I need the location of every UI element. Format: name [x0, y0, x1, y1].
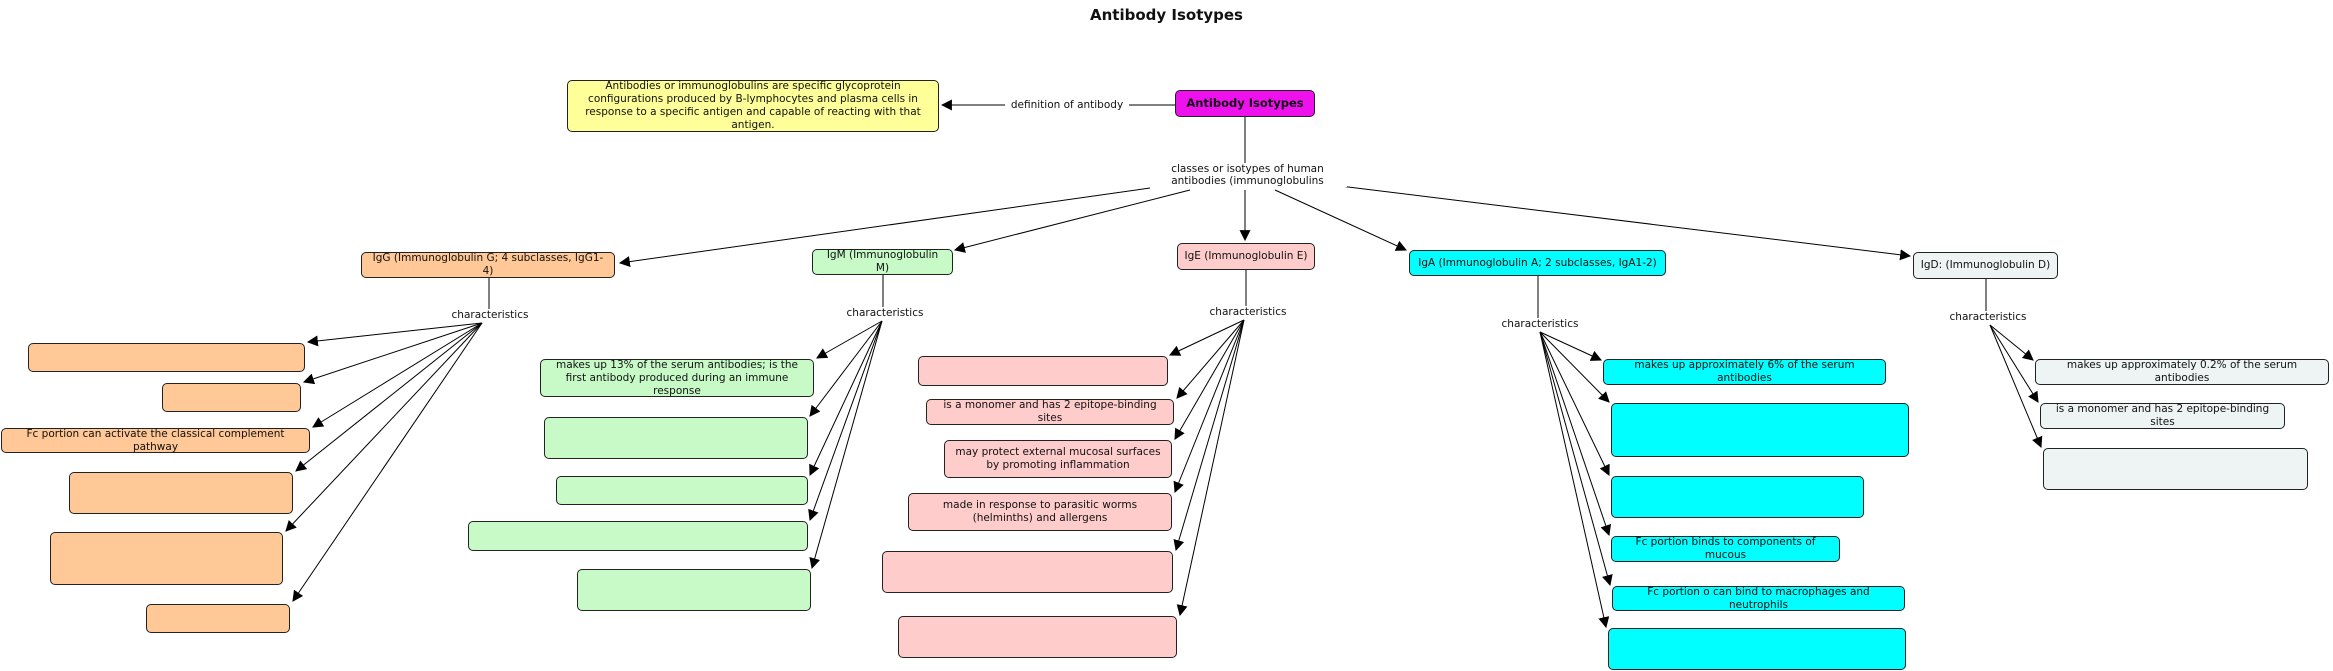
igg-characteristic-1[interactable] — [28, 343, 305, 372]
igd-characteristic-2[interactable]: is a monomer and has 2 epitope-binding s… — [2040, 403, 2285, 429]
igm-characteristic-1[interactable]: makes up 13% of the serum antibodies; is… — [540, 359, 814, 397]
igg-item-arrow-5 — [285, 322, 483, 532]
iga-characteristic-6[interactable] — [1608, 628, 1906, 670]
igd-item-arrow-2 — [1989, 324, 2039, 403]
ige-node[interactable]: IgE (Immunoglobulin E) — [1177, 243, 1315, 270]
igm-arrow — [953, 189, 1191, 253]
igm-characteristics-label: characteristics — [843, 307, 927, 319]
igd-arrow — [1339, 185, 1912, 261]
igg-arrow — [618, 187, 1151, 268]
ige-characteristic-3[interactable]: may protect external mucosal surfaces by… — [944, 440, 1172, 478]
diagram-title: Antibody Isotypes — [1090, 6, 1243, 24]
igm-node[interactable]: IgM (Immunoglobulin M) — [812, 249, 953, 275]
ige-characteristic-5[interactable] — [882, 551, 1173, 593]
iga-item-arrow-6 — [1539, 331, 1610, 629]
igm-characteristic-5[interactable] — [577, 569, 811, 611]
ige-characteristics-label: characteristics — [1206, 306, 1290, 318]
ige-characteristic-1[interactable] — [918, 356, 1168, 386]
iga-characteristic-1[interactable]: makes up approximately 6% of the serum a… — [1603, 359, 1886, 385]
ige-characteristic-2[interactable]: is a monomer and has 2 epitope-binding s… — [926, 399, 1174, 425]
iga-item-arrow-4 — [1539, 331, 1612, 537]
igg-node[interactable]: IgG (Immunoglobulin G; 4 subclasses, IgG… — [361, 252, 615, 278]
iga-node[interactable]: IgA (Immunoglobulin A; 2 subclasses, IgA… — [1409, 250, 1666, 276]
igm-item-arrow-4 — [808, 320, 883, 522]
ige-characteristic-4[interactable]: made in response to parasitic worms (hel… — [908, 493, 1172, 531]
ige-item-arrow-6 — [1176, 319, 1245, 617]
igm-characteristic-3[interactable] — [556, 476, 808, 505]
igd-characteristics-label: characteristics — [1946, 311, 2030, 323]
igd-item-arrow-3 — [1989, 324, 2043, 449]
igg-item-arrow-3 — [312, 322, 483, 428]
ige-characteristic-6[interactable] — [898, 616, 1177, 658]
igg-characteristic-3[interactable]: Fc portion can activate the classical co… — [1, 428, 310, 453]
igd-item-arrow-1 — [1989, 324, 2034, 361]
definition-node[interactable]: Antibodies or immunoglobulins are specif… — [567, 80, 939, 132]
igm-item-arrow-3 — [809, 320, 883, 476]
iga-item-arrow-5 — [1539, 331, 1613, 587]
iga-characteristic-3[interactable] — [1611, 476, 1864, 518]
ige-item-arrow-5 — [1173, 319, 1245, 552]
igg-item-arrow-1 — [306, 322, 483, 347]
iga-characteristics-label: characteristics — [1498, 318, 1582, 330]
igg-characteristics-label: characteristics — [448, 309, 532, 321]
igm-item-arrow-2 — [809, 320, 883, 417]
igm-characteristic-4[interactable] — [468, 521, 808, 551]
igm-characteristic-2[interactable] — [544, 417, 808, 459]
ige-item-arrow-3 — [1174, 319, 1245, 440]
igg-characteristic-6[interactable] — [146, 604, 290, 633]
igg-item-arrow-2 — [302, 322, 483, 385]
iga-item-arrow-2 — [1539, 331, 1610, 403]
igg-characteristic-5[interactable] — [50, 532, 283, 585]
definition-link-label: definition of antibody — [1005, 99, 1129, 111]
igg-characteristic-4[interactable] — [69, 472, 293, 514]
igg-characteristic-2[interactable] — [162, 383, 301, 412]
igd-node[interactable]: IgD: (Immunoglobulin D) — [1913, 252, 2058, 279]
iga-arrow — [1274, 189, 1408, 251]
igm-item-arrow-5 — [809, 320, 883, 570]
igd-characteristic-3[interactable] — [2043, 448, 2308, 490]
igg-item-arrow-6 — [292, 322, 483, 602]
igg-item-arrow-4 — [295, 322, 483, 472]
ige-item-arrow-2 — [1176, 319, 1245, 399]
iga-characteristic-4[interactable]: Fc portion binds to components of mucous — [1611, 536, 1840, 562]
igd-characteristic-1[interactable]: makes up approximately 0.2% of the serum… — [2035, 359, 2329, 385]
iga-characteristic-2[interactable] — [1611, 403, 1909, 457]
iga-item-arrow-1 — [1539, 331, 1602, 361]
root-node[interactable]: Antibody Isotypes — [1175, 90, 1315, 117]
ige-item-arrow-1 — [1169, 319, 1245, 356]
ige-item-arrow-4 — [1173, 319, 1245, 494]
iga-characteristic-5[interactable]: Fc portion o can bind to macrophages and… — [1612, 586, 1905, 611]
classes-link-label: classes or isotypes of human antibodies … — [1148, 163, 1347, 187]
iga-item-arrow-3 — [1539, 331, 1610, 476]
igm-item-arrow-1 — [816, 320, 883, 359]
